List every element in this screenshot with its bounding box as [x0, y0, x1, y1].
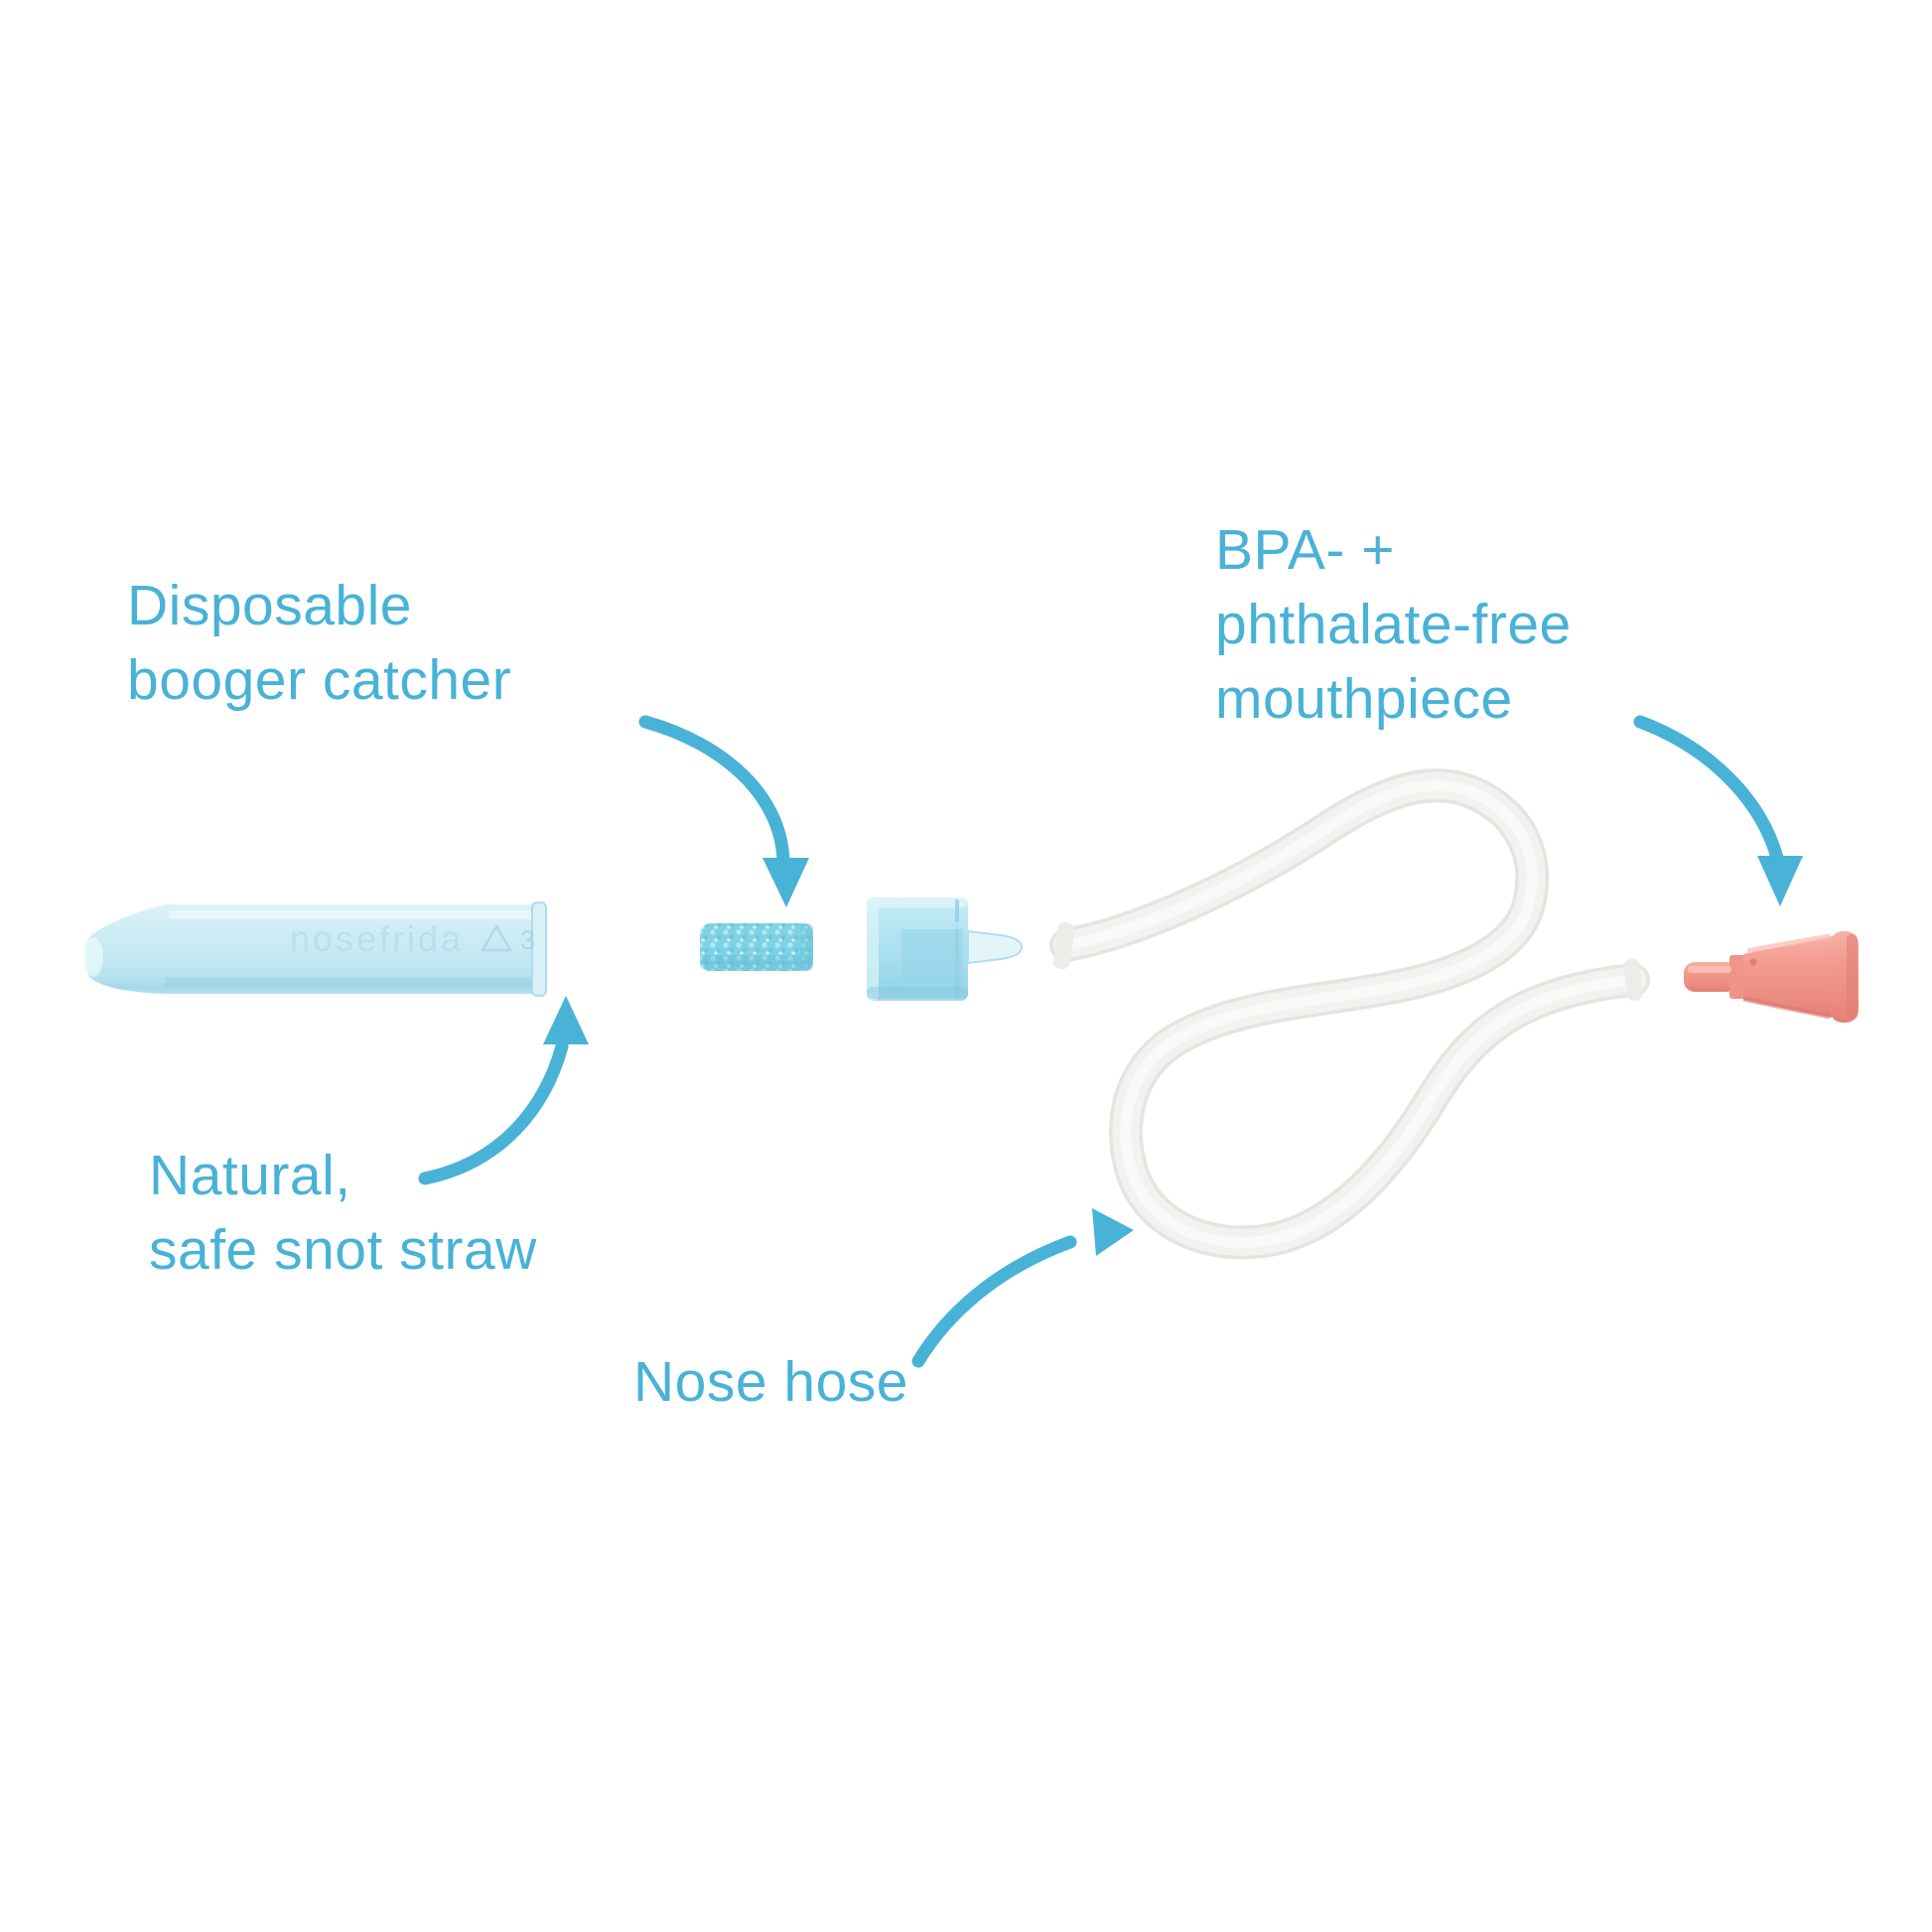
nose-hose-part	[1049, 768, 1650, 1260]
label-line: booger catcher	[127, 648, 512, 712]
label-line: Natural,	[149, 1144, 351, 1207]
arrow-booger-catcher	[638, 715, 809, 907]
label-line: safe snot straw	[149, 1218, 537, 1282]
recycle-code: 3	[520, 925, 535, 955]
straw-rim	[531, 901, 547, 997]
straw-tip-highlight	[83, 937, 103, 977]
label-line: phthalate-free	[1215, 593, 1572, 656]
label-snot-straw: Natural, safe snot straw	[149, 1139, 537, 1288]
label-line: BPA- +	[1215, 518, 1395, 582]
foam-filter-part	[700, 923, 813, 971]
callout-arrows	[418, 715, 1803, 1368]
mouthpiece-part	[1684, 931, 1859, 1023]
hose-end-right	[1623, 958, 1643, 1002]
label-line: mouthpiece	[1215, 667, 1513, 731]
straw-emboss-text: nosefrida	[290, 918, 464, 959]
arrow-snot-straw	[418, 996, 589, 1185]
label-nose-hose: Nose hose	[633, 1345, 908, 1420]
filter-cap-part	[867, 897, 1024, 1001]
snot-straw-part: nosefrida 3	[83, 901, 547, 997]
cap-nozzle	[967, 929, 1024, 965]
recycle-icon	[480, 923, 513, 952]
arrow-nose-hose	[911, 1208, 1134, 1368]
label-mouthpiece: BPA- + phthalate-free mouthpiece	[1215, 513, 1572, 737]
hose-end-left	[1052, 922, 1075, 970]
label-line: Disposable	[127, 574, 412, 637]
label-booger-catcher: Disposable booger catcher	[127, 569, 511, 718]
arrow-mouthpiece	[1633, 715, 1803, 906]
label-line: Nose hose	[633, 1350, 909, 1414]
